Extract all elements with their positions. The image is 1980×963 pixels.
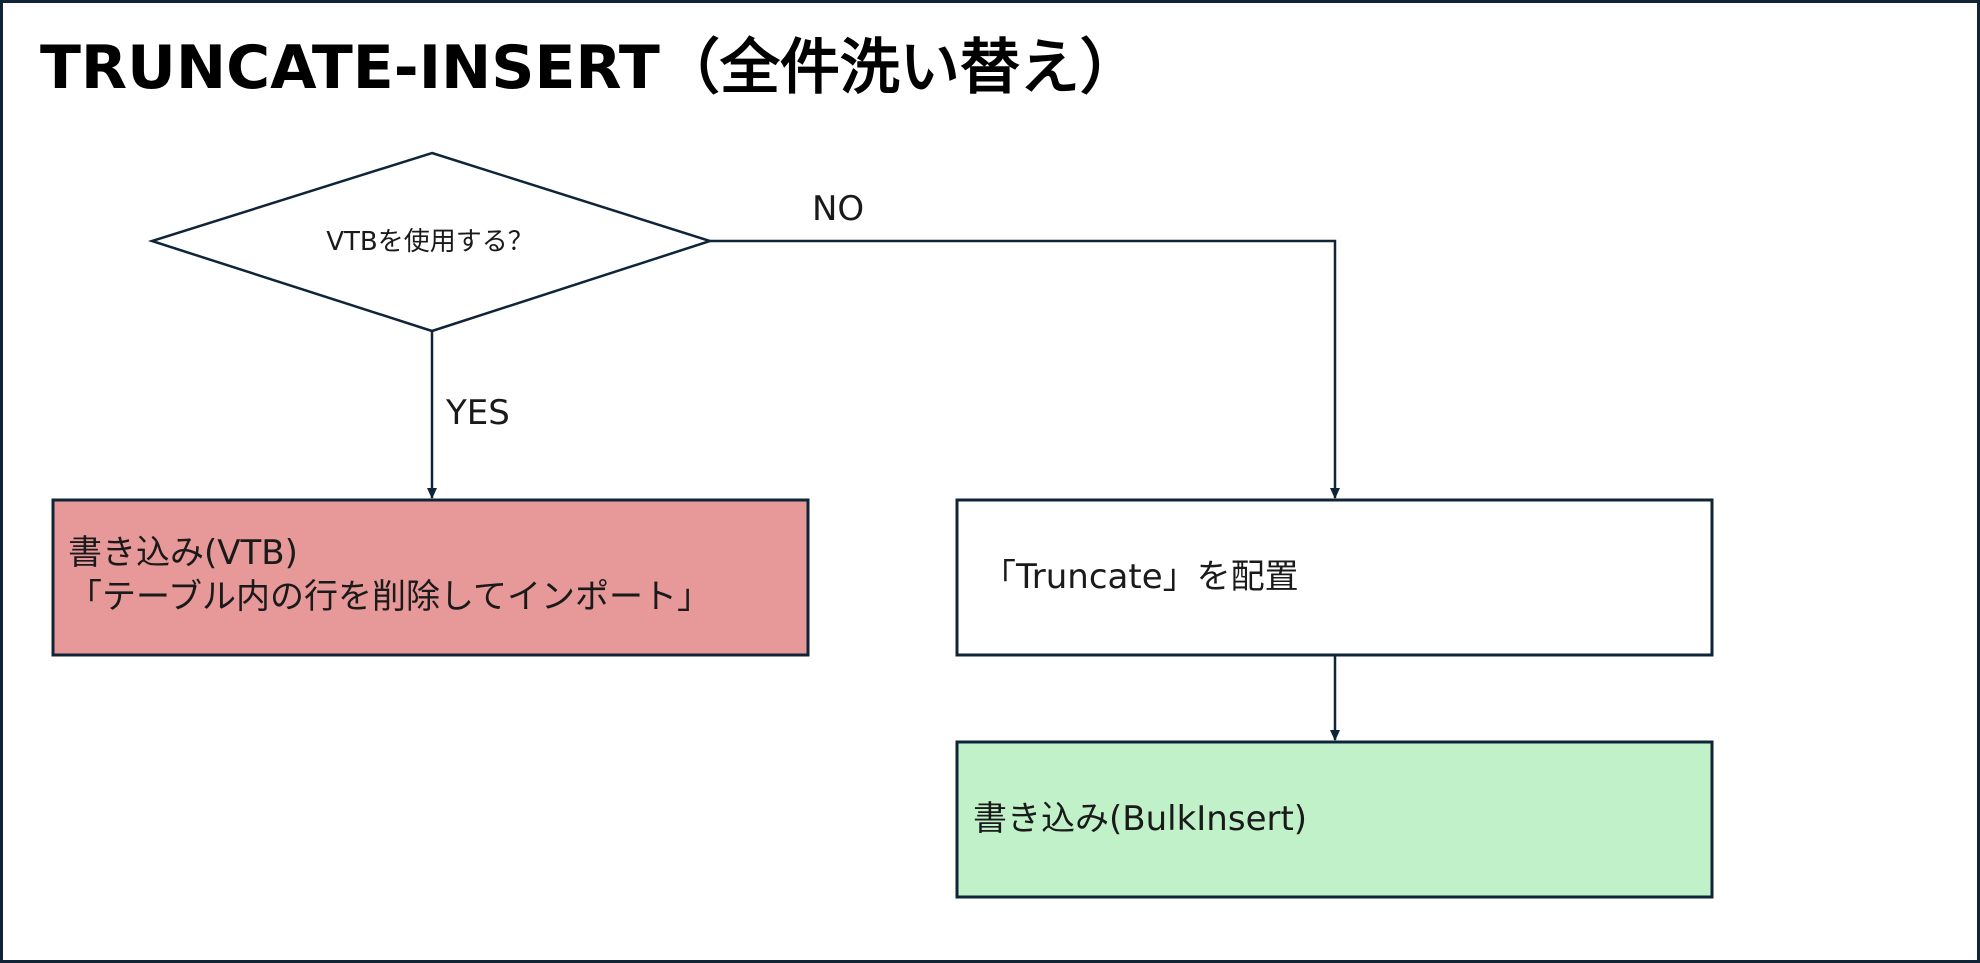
truncate-box <box>955 498 1714 657</box>
no-edge <box>710 239 1340 499</box>
vtb-write-line1: 書き込み(VTB) <box>68 533 298 573</box>
vtb-write-line2: 「テーブル内の行を削除してインポート」 <box>68 577 711 617</box>
vtb-write-box <box>51 498 810 657</box>
bulk-insert-label: 書き込み(BulkInsert) <box>973 799 1307 839</box>
diagram-title: TRUNCATE-INSERT（全件洗い替え） <box>40 33 1140 103</box>
decision-label: VTBを使用する？ <box>326 227 534 257</box>
yes-label: YES <box>445 393 510 433</box>
bulk-insert-box <box>955 740 1714 899</box>
truncate-label: 「Truncate」を配置 <box>982 557 1299 597</box>
no-label: NO <box>812 189 864 229</box>
